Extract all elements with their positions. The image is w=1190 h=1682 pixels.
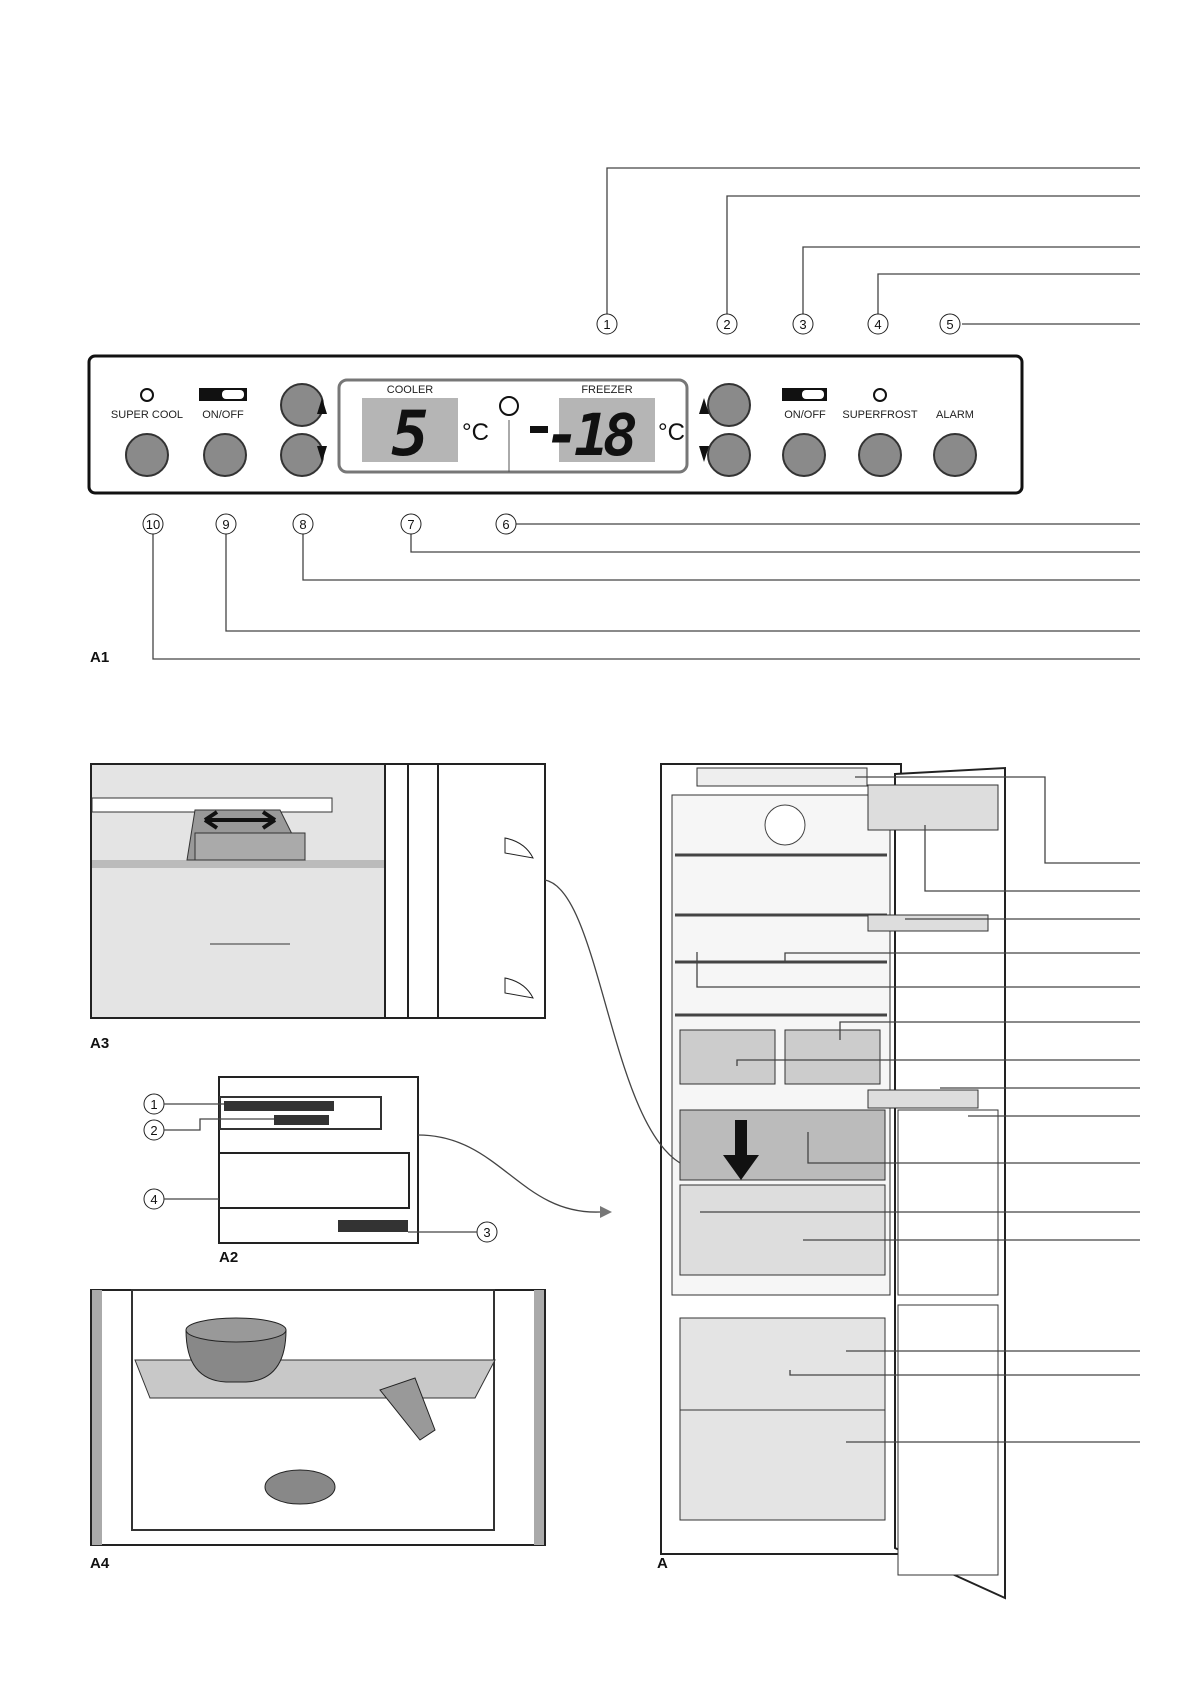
freezer-on-off-button[interactable]	[782, 433, 826, 477]
callout-4: 4	[874, 317, 881, 332]
cooler-display	[362, 398, 458, 462]
cooler-unit: °C	[462, 419, 489, 446]
down-arrow-icon	[317, 446, 327, 462]
freezer-unit: °C	[658, 419, 685, 446]
figure-label-a1: A1	[90, 649, 109, 666]
down-arrow-icon	[699, 446, 709, 462]
superfrost-label: SUPERFROST	[842, 409, 917, 421]
cooler-label: COOLER	[387, 384, 434, 396]
freezer-display	[559, 398, 655, 462]
top-callout-numbers: 1 2 3 4 5	[596, 313, 961, 335]
bottom-callout-numbers: 10 9 8 7 6	[142, 513, 517, 535]
label-callout-1: 1	[150, 1097, 157, 1112]
alarm-button[interactable]	[933, 433, 977, 477]
figure-a-appliance	[660, 763, 1006, 1600]
freezer-label: FREEZER	[581, 384, 632, 396]
up-arrow-icon	[317, 398, 327, 414]
figure-a2-rating-plate: 1 2 4 3	[143, 1076, 612, 1244]
cooler-on-off-button[interactable]	[203, 433, 247, 477]
freezer-temp: -18	[545, 401, 636, 469]
label-callout-4: 4	[150, 1192, 157, 1207]
super-cool-button[interactable]	[125, 433, 169, 477]
bottom-callout-lines	[152, 523, 1140, 660]
callout-10: 10	[146, 517, 160, 532]
on-off-left-label: ON/OFF	[202, 409, 244, 421]
super-cool-led	[140, 388, 154, 402]
callout-9: 9	[222, 517, 229, 532]
callout-8: 8	[299, 517, 306, 532]
freezer-down-button[interactable]	[707, 433, 751, 477]
callout-5: 5	[946, 317, 953, 332]
label-callout-2: 2	[150, 1123, 157, 1138]
figure-a-callout-lines	[544, 776, 1140, 1443]
figure-label-a4: A4	[90, 1555, 110, 1572]
on-off-right-label: ON/OFF	[784, 409, 826, 421]
callout-6: 6	[502, 517, 509, 532]
figure-label-a3: A3	[90, 1035, 109, 1052]
superfrost-led	[873, 388, 887, 402]
figure-a4-condensation	[90, 1289, 546, 1546]
mini-control-panel	[696, 767, 868, 787]
cooler-down-button[interactable]	[280, 433, 324, 477]
callout-1: 1	[603, 317, 610, 332]
up-arrow-icon	[699, 398, 709, 414]
superfrost-button[interactable]	[858, 433, 902, 477]
cooler-up-button[interactable]	[280, 383, 324, 427]
callout-3: 3	[799, 317, 806, 332]
callout-2: 2	[723, 317, 730, 332]
figure-label-a2: A2	[219, 1249, 238, 1266]
label-callout-3: 3	[483, 1225, 490, 1240]
callout-7: 7	[407, 517, 414, 532]
top-callout-lines	[606, 167, 1140, 325]
cooler-temp: 5	[391, 397, 428, 470]
figure-a3-humidity-slider	[90, 763, 546, 1019]
super-cool-label: SUPER COOL	[111, 409, 183, 421]
control-panel: SUPER COOL ON/OFF COOLER 5 °C FREEZER -1…	[87, 354, 1024, 495]
smiley-icon	[499, 396, 519, 416]
freezer-up-button[interactable]	[707, 383, 751, 427]
figure-label-a: A	[657, 1555, 668, 1572]
alarm-label: ALARM	[936, 409, 974, 421]
